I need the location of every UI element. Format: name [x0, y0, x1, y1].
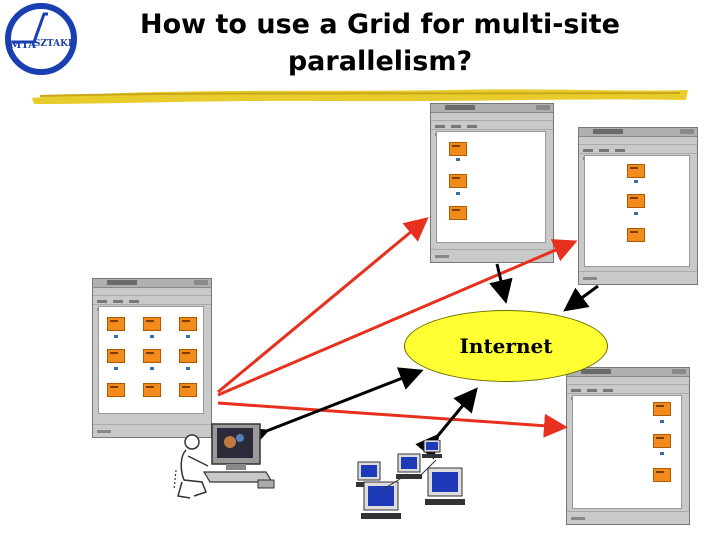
workflow-canvas[interactable]	[572, 395, 682, 509]
port	[634, 212, 638, 215]
port	[634, 180, 638, 183]
job-node[interactable]	[179, 349, 197, 363]
user-at-computer-icon	[173, 423, 275, 499]
title-underline-stroke	[32, 89, 688, 104]
window-controls[interactable]	[194, 280, 208, 285]
job-node[interactable]	[653, 468, 671, 482]
computer-cluster-icon	[356, 440, 465, 519]
window-title-bar[interactable]	[93, 279, 211, 288]
port	[456, 158, 460, 161]
status-bar	[431, 249, 553, 262]
job-node[interactable]	[107, 383, 125, 397]
window-controls[interactable]	[672, 369, 686, 374]
window-title-bar[interactable]	[579, 128, 697, 137]
workflow-window-top-right[interactable]	[578, 127, 698, 285]
red-arrow-to-top-center	[217, 217, 429, 394]
window-title-bar[interactable]	[431, 104, 553, 113]
menu-bar[interactable]	[93, 288, 211, 303]
window-controls[interactable]	[536, 105, 550, 110]
job-node[interactable]	[627, 164, 645, 178]
window-title-bar[interactable]	[567, 368, 689, 377]
job-node[interactable]	[107, 349, 125, 363]
menu-bar[interactable]	[431, 113, 553, 128]
workflow-canvas[interactable]	[436, 131, 546, 243]
job-node[interactable]	[143, 317, 161, 331]
job-node[interactable]	[179, 317, 197, 331]
job-node[interactable]	[627, 228, 645, 242]
port	[186, 335, 190, 338]
internet-label: Internet	[459, 334, 553, 358]
port	[456, 192, 460, 195]
job-node[interactable]	[179, 383, 197, 397]
logo-mta-text: MTA	[10, 40, 36, 51]
job-node[interactable]	[143, 383, 161, 397]
port	[114, 367, 118, 370]
title-line-2: parallelism?	[287, 46, 473, 77]
job-node[interactable]	[627, 194, 645, 208]
internet-ellipse	[404, 310, 608, 382]
title-line-1: How to use a Grid for multi-site	[140, 9, 620, 40]
page-title: How to use a Grid for multi-site paralle…	[80, 6, 680, 80]
status-bar	[579, 271, 697, 284]
black-arrow-cluster-internet	[415, 387, 478, 460]
job-node[interactable]	[653, 402, 671, 416]
menu-bar[interactable]	[567, 377, 689, 392]
job-node[interactable]	[653, 434, 671, 448]
job-node[interactable]	[449, 142, 467, 156]
menu-bar[interactable]	[579, 137, 697, 152]
workflow-canvas[interactable]	[584, 155, 690, 267]
port	[150, 335, 154, 338]
status-bar	[567, 511, 689, 524]
workflow-window-bottom-right[interactable]	[566, 367, 690, 525]
logo-sztaki-text: SZTAKI	[34, 39, 72, 49]
black-arrow-user-internet	[242, 367, 424, 450]
black-arrow-top-right-internet	[563, 284, 599, 312]
job-node[interactable]	[449, 206, 467, 220]
port	[660, 420, 664, 423]
workflow-window-top-center[interactable]	[430, 103, 554, 263]
window-controls[interactable]	[680, 129, 694, 134]
port	[186, 367, 190, 370]
port	[114, 335, 118, 338]
workflow-canvas[interactable]	[98, 306, 204, 414]
red-arrow-to-top-right	[217, 239, 578, 397]
job-node[interactable]	[449, 174, 467, 188]
black-arrow-top-center-internet	[489, 263, 513, 304]
port	[150, 367, 154, 370]
workflow-window-left[interactable]	[92, 278, 212, 438]
status-bar	[93, 424, 211, 437]
job-node[interactable]	[107, 317, 125, 331]
job-node[interactable]	[143, 349, 161, 363]
port	[660, 452, 664, 455]
mta-sztaki-logo: MTA SZTAKI	[5, 3, 77, 75]
